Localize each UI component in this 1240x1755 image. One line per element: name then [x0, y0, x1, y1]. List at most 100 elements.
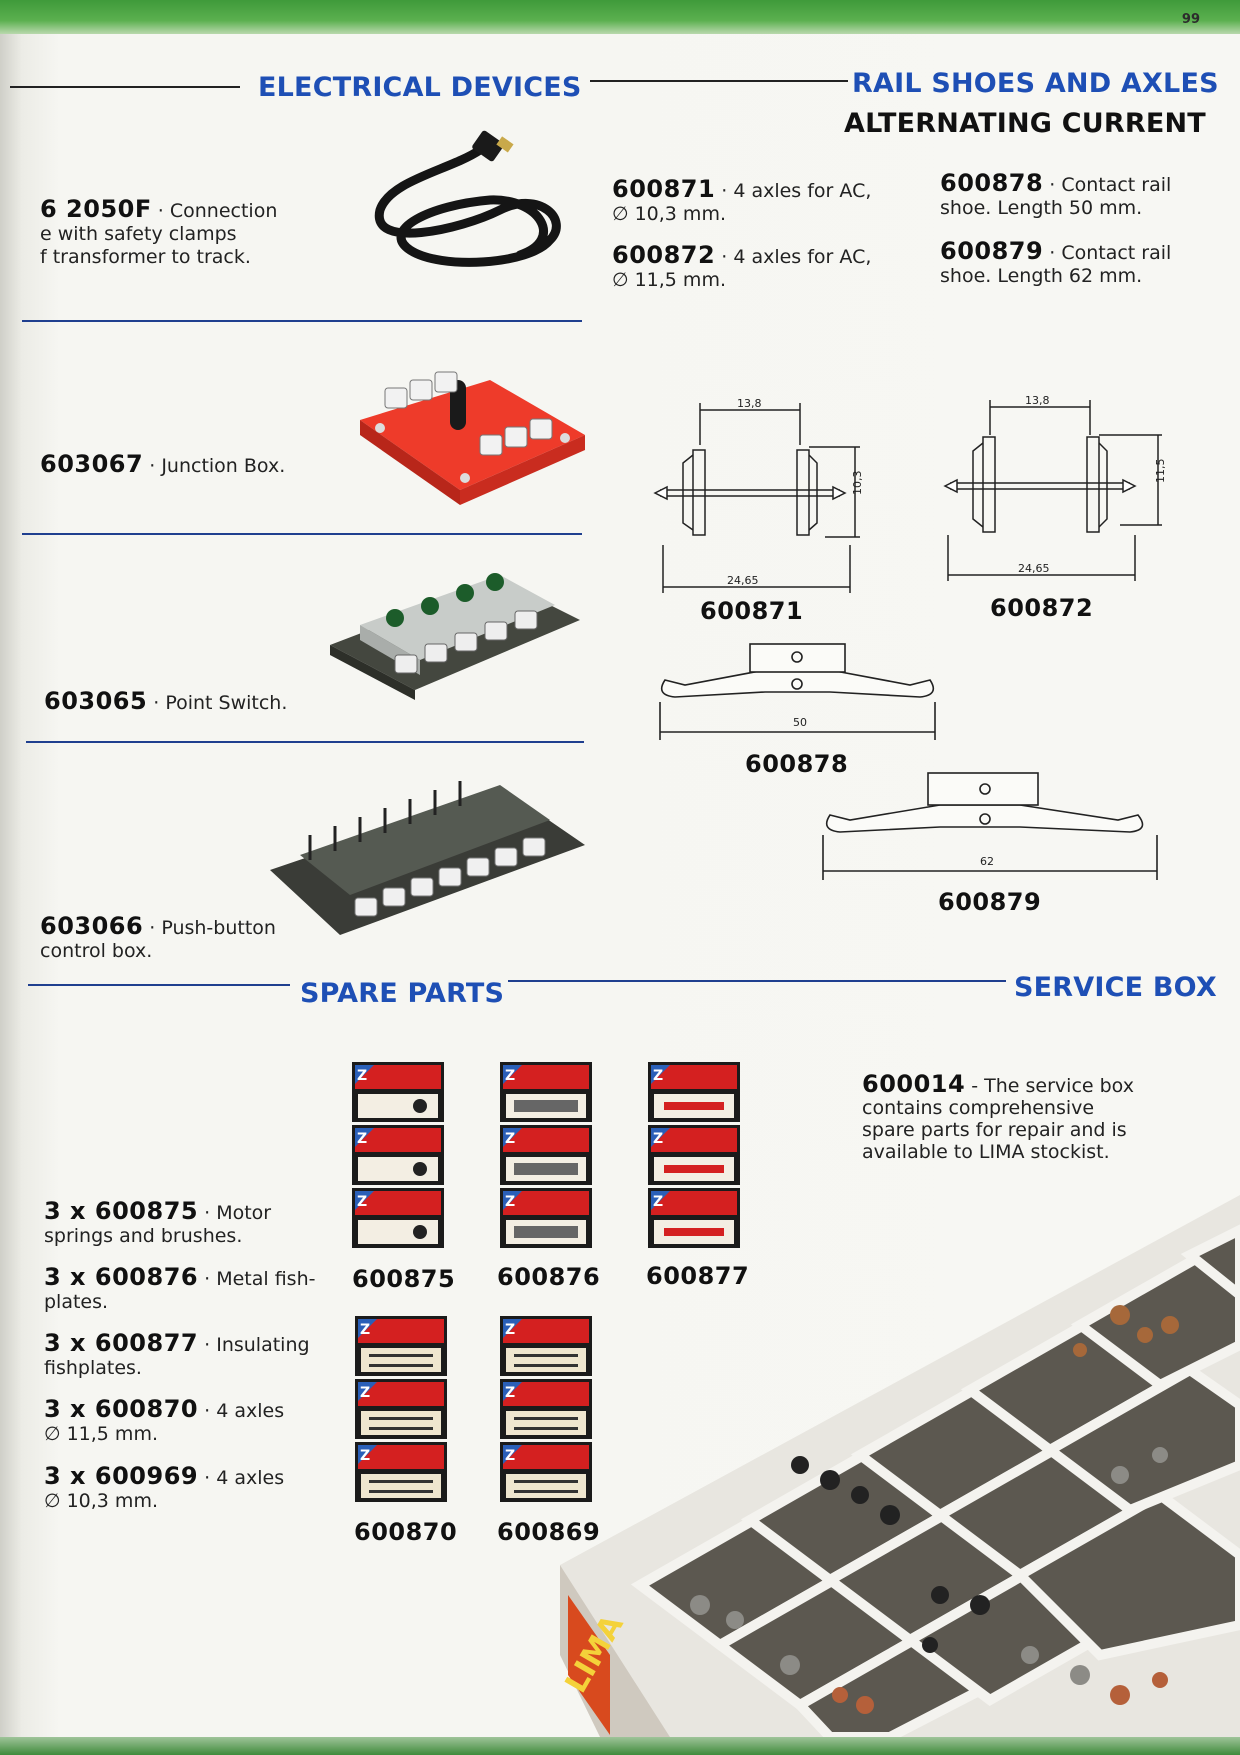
- svg-text:Z: Z: [360, 1385, 370, 1401]
- item-code: 603067: [40, 450, 144, 478]
- item-602050F: 6 2050F · Connection e with safety clamp…: [40, 195, 340, 269]
- shoe-label-600878: 600878: [745, 750, 849, 778]
- item-603067: 603067 · Junction Box.: [40, 450, 286, 478]
- svg-text:Z: Z: [653, 1194, 663, 1210]
- spare-qty: 3 x 600876: [44, 1263, 199, 1291]
- item-desc-line2: control box.: [40, 940, 153, 962]
- svg-text:Z: Z: [505, 1322, 515, 1338]
- package-stack-600875: Z Z Z: [352, 1062, 444, 1248]
- item-code: 600879: [940, 237, 1044, 265]
- item-code: 600871: [612, 175, 716, 203]
- section-divider-2: [22, 533, 582, 535]
- item-600879: 600879 · Contact rail shoe. Length 62 mm…: [940, 237, 1230, 288]
- svg-text:Z: Z: [505, 1385, 515, 1401]
- item-code: 600872: [612, 241, 716, 269]
- top-color-band: [0, 0, 1240, 34]
- svg-text:Z: Z: [505, 1194, 515, 1210]
- shoe-drawing-600878: 50: [659, 643, 936, 740]
- item-code: 603066: [40, 912, 144, 940]
- spare-item-600870: 3 x 600870 · 4 axles∅ 11,5 mm.: [44, 1395, 285, 1445]
- header-rule-left: [10, 86, 240, 88]
- axle-label-600871: 600871: [700, 597, 804, 625]
- svg-text:Z: Z: [505, 1448, 515, 1464]
- heading-service-box: SERVICE BOX: [1014, 972, 1217, 1003]
- svg-text:24,65: 24,65: [1018, 562, 1050, 575]
- spare-item-600876: 3 x 600876 · Metal fish-plates.: [44, 1263, 316, 1313]
- package-label-600876: 600876: [497, 1263, 601, 1291]
- spare-item-600969: 3 x 600969 · 4 axles∅ 10,3 mm.: [44, 1462, 285, 1512]
- package-label-600877: 600877: [646, 1262, 750, 1290]
- svg-text:50: 50: [793, 716, 807, 729]
- svg-text:Z: Z: [357, 1131, 367, 1147]
- axle-drawing-600872: 13,8 11,5 24,65: [943, 394, 1167, 581]
- svg-text:24,65: 24,65: [727, 574, 759, 587]
- axle-drawing-600871: 13,8 10,3 24,65: [653, 397, 864, 593]
- package-label-600870: 600870: [354, 1518, 458, 1546]
- svg-text:62: 62: [980, 855, 994, 868]
- item-code: 603065: [44, 687, 148, 715]
- spare-qty: 3 x 600877: [44, 1329, 199, 1357]
- bottom-color-band: [0, 1737, 1240, 1755]
- package-stack-600877: Z Z Z: [648, 1062, 740, 1248]
- item-desc-line2: ∅ 10,3 mm.: [612, 203, 726, 225]
- page-number: 99: [1181, 12, 1200, 27]
- svg-text:Z: Z: [653, 1131, 663, 1147]
- point-switch-image: [330, 573, 580, 700]
- svg-text:Z: Z: [357, 1068, 367, 1084]
- item-desc: · Push-button: [143, 917, 276, 939]
- item-desc-line3: f transformer to track.: [40, 246, 251, 268]
- service-box-description: 600014 - The service box contains compre…: [862, 1070, 1134, 1163]
- item-code: 6 2050F: [40, 195, 152, 223]
- section-divider-1: [22, 320, 582, 322]
- spare-qty: 3 x 600969: [44, 1462, 199, 1490]
- svg-text:11,5: 11,5: [1154, 459, 1167, 484]
- item-desc: · Contact rail: [1043, 174, 1172, 196]
- spare-qty: 3 x 600875: [44, 1197, 199, 1225]
- heading-electrical-devices: ELECTRICAL DEVICES: [258, 72, 582, 103]
- item-603066: 603066 · Push-button control box.: [40, 912, 276, 963]
- heading-spare-parts: SPARE PARTS: [300, 978, 505, 1009]
- push-button-box-image: [270, 781, 585, 935]
- spare-rule-right: [508, 980, 1006, 982]
- spare-qty: 3 x 600870: [44, 1395, 199, 1423]
- svg-text:Z: Z: [360, 1448, 370, 1464]
- item-desc-line2: e with safety clamps: [40, 223, 237, 245]
- heading-rail-shoes: RAIL SHOES AND AXLES: [852, 68, 1219, 99]
- svg-text:Z: Z: [357, 1194, 367, 1210]
- package-label-600869: 600869: [497, 1518, 601, 1546]
- package-label-600875: 600875: [352, 1265, 456, 1293]
- junction-box-image: [360, 371, 585, 505]
- svg-text:Z: Z: [505, 1131, 515, 1147]
- item-600878: 600878 · Contact rail shoe. Length 50 mm…: [940, 169, 1230, 220]
- section-divider-3: [26, 741, 584, 743]
- item-desc-line2: shoe. Length 62 mm.: [940, 265, 1143, 287]
- item-desc: · Contact rail: [1043, 242, 1172, 264]
- header-rule-middle: [590, 80, 848, 82]
- package-stack-600869: Z Z Z: [500, 1316, 592, 1502]
- connection-cable-image: [374, 130, 561, 267]
- svg-text:13,8: 13,8: [1025, 394, 1050, 407]
- spare-rule-left: [28, 984, 290, 986]
- item-desc-line2: shoe. Length 50 mm.: [940, 197, 1143, 219]
- svg-text:10,3: 10,3: [851, 471, 864, 496]
- item-desc-line2: ∅ 11,5 mm.: [612, 269, 726, 291]
- item-desc: · 4 axles for AC,: [715, 180, 872, 202]
- svg-text:Z: Z: [360, 1322, 370, 1338]
- item-603065: 603065 · Point Switch.: [44, 687, 288, 715]
- item-desc: · Connection: [151, 200, 278, 222]
- item-600872: 600872 · 4 axles for AC, ∅ 11,5 mm.: [612, 241, 912, 292]
- item-desc: · 4 axles for AC,: [715, 246, 872, 268]
- svg-text:Z: Z: [653, 1068, 663, 1084]
- item-600871: 600871 · 4 axles for AC, ∅ 10,3 mm.: [612, 175, 912, 226]
- svg-text:Z: Z: [505, 1068, 515, 1084]
- item-code: 600878: [940, 169, 1044, 197]
- shoe-label-600879: 600879: [938, 888, 1042, 916]
- dim-top: 13,8: [737, 397, 762, 410]
- item-desc: · Point Switch.: [147, 692, 288, 714]
- service-code: 600014: [862, 1070, 966, 1098]
- package-stack-600870: Z Z Z: [355, 1316, 447, 1502]
- item-desc: · Junction Box.: [143, 455, 286, 477]
